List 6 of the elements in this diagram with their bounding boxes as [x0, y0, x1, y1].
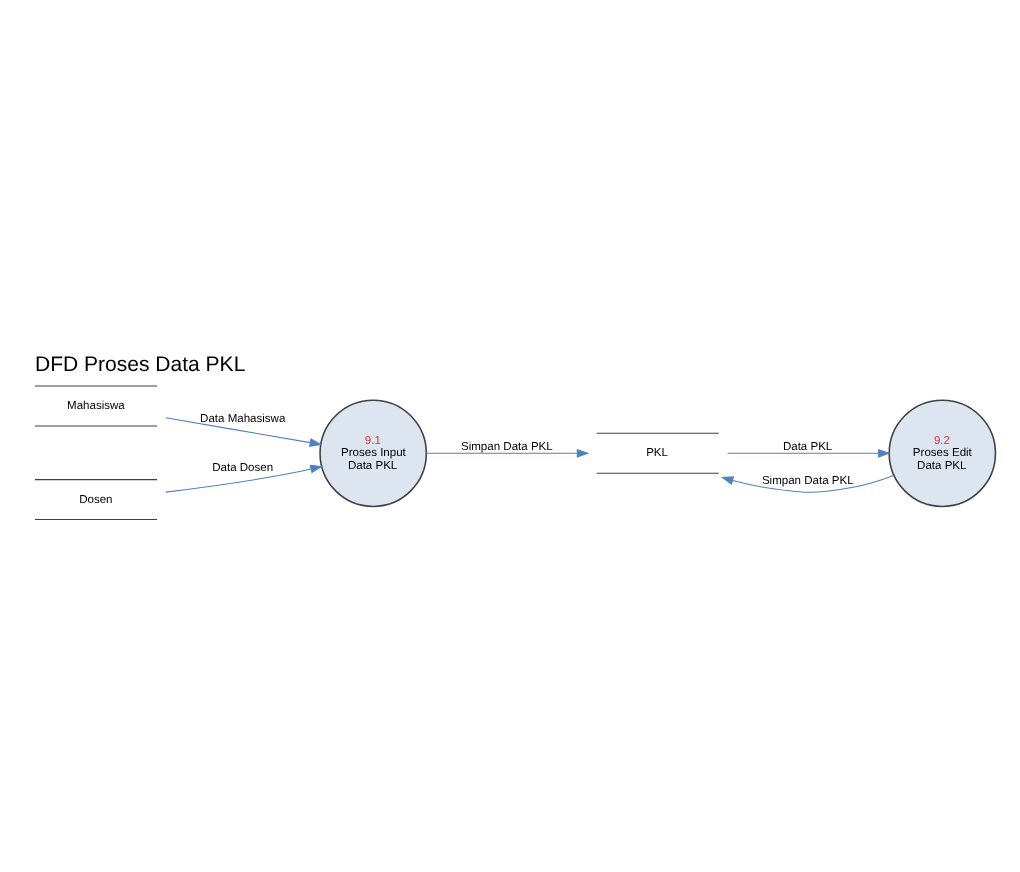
- arrow: [424, 447, 589, 457]
- arrow: [164, 416, 322, 446]
- arrow: [726, 447, 890, 457]
- arrow: [164, 463, 322, 492]
- arrow: [719, 473, 894, 492]
- diagram-title: DFD Proses Data PKL: [33, 352, 245, 377]
